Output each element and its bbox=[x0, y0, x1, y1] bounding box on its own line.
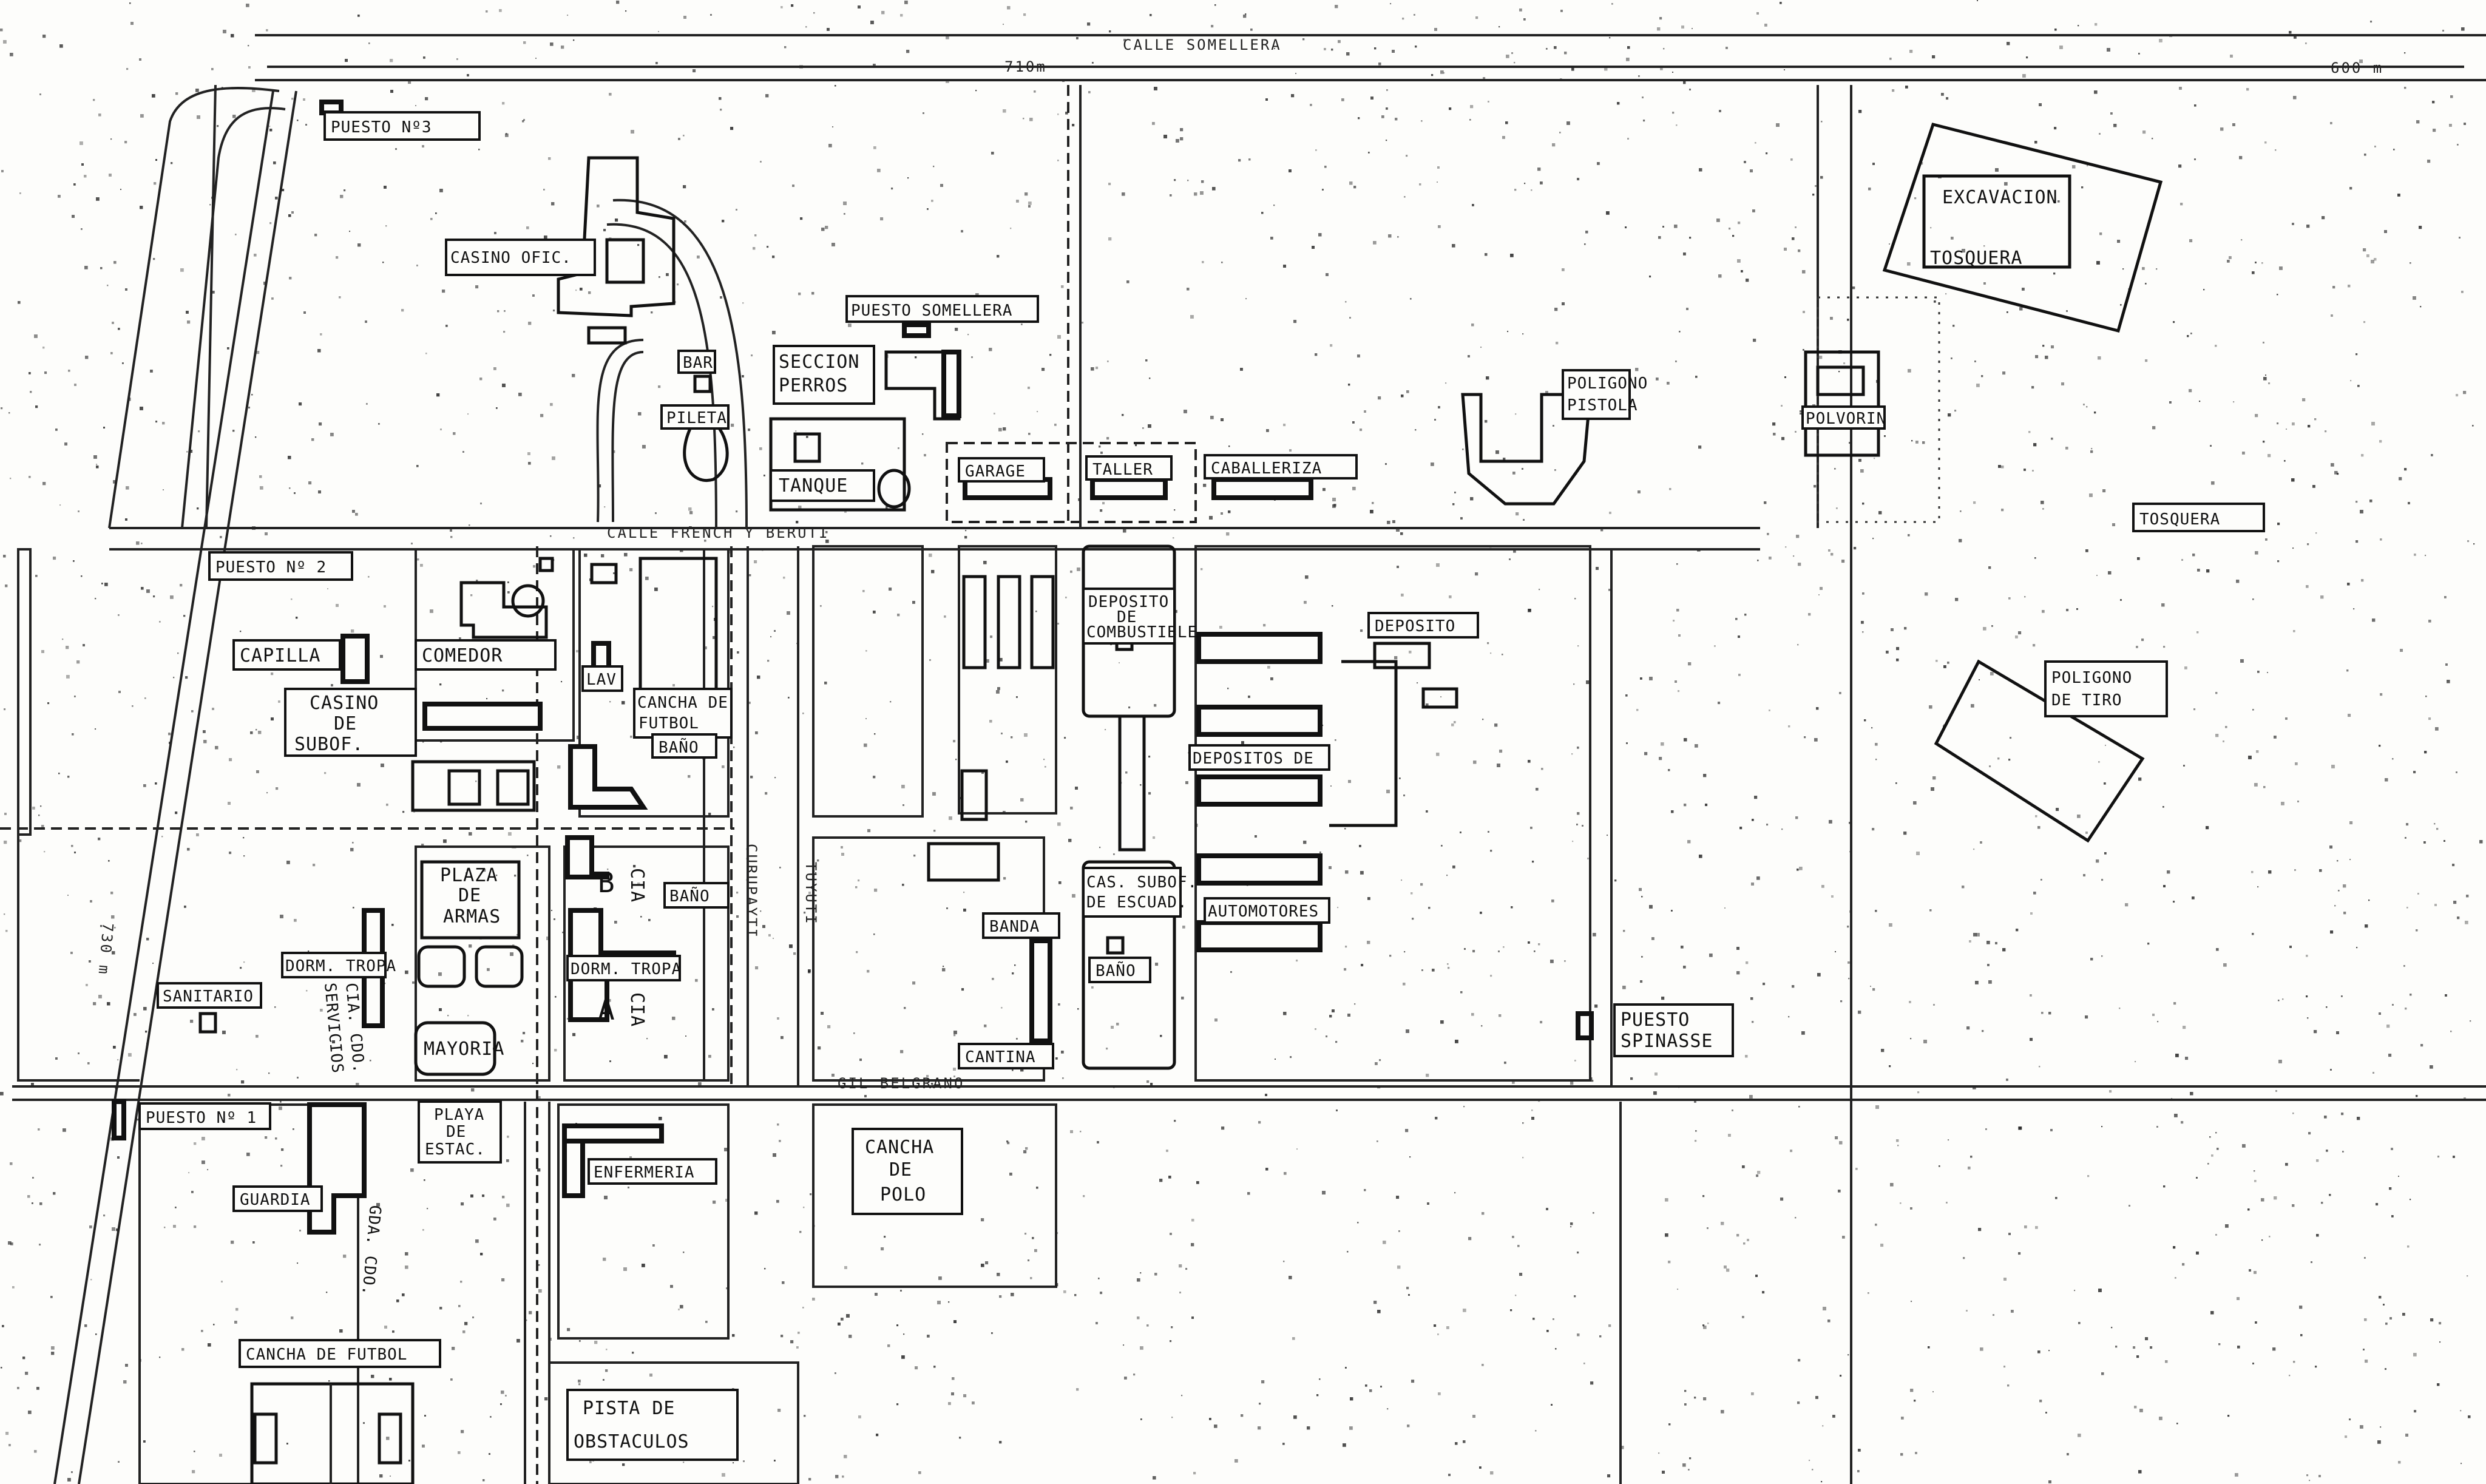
label-casino-subof-1: CASINO bbox=[310, 693, 379, 714]
label-plaza-1: PLAZA bbox=[440, 865, 498, 886]
road-label-french-beruti: CALLE FRENCH Y BERUTI bbox=[607, 524, 829, 541]
label-playa-3: ESTAC. bbox=[425, 1140, 486, 1159]
shooting-range bbox=[1934, 659, 2145, 843]
label-excavacion-tosquera: TOSQUERA bbox=[1930, 248, 2023, 269]
label-pista-2: OBSTACULOS bbox=[574, 1431, 689, 1452]
label-deposito-comb-2: DE bbox=[1117, 608, 1137, 626]
road-network bbox=[0, 34, 2486, 1484]
label-garage: GARAGE bbox=[965, 462, 1026, 481]
excavation-pit bbox=[1882, 123, 2163, 333]
road-label-belgrano: GIL BELGRANO bbox=[838, 1075, 964, 1092]
road-label-tuyuti: TUYUTI bbox=[802, 862, 819, 926]
label-dorm-tropa-2: DORM. TROPA bbox=[571, 960, 682, 978]
label-cancha-futbol-1: CANCHA DE bbox=[637, 694, 728, 712]
label-bano-3: BAÑO bbox=[1096, 961, 1136, 980]
label-cancha-futbol-2: FUTBOL bbox=[638, 714, 699, 733]
label-bar: BAR bbox=[683, 354, 713, 372]
label-puesto-3: PUESTO Nº3 bbox=[331, 118, 432, 137]
label-perros: PERROS bbox=[779, 375, 848, 396]
label-bano-1: BAÑO bbox=[659, 737, 699, 757]
road-label-somellera: CALLE SOMELLERA bbox=[1123, 36, 1282, 53]
label-casino-subof-3: SUBOF. bbox=[294, 734, 364, 755]
label-deposito-comb-3: COMBUSTIBLE bbox=[1086, 623, 1197, 642]
label-mayoria: MAYORIA bbox=[424, 1038, 504, 1060]
label-tosquera: TOSQUERA bbox=[2139, 510, 2220, 529]
label-puesto-1: PUESTO Nº 1 bbox=[146, 1109, 257, 1127]
distance-top-right: 600 m bbox=[2331, 59, 2383, 76]
label-plaza-3: ARMAS bbox=[443, 906, 501, 927]
label-seccion: SECCION bbox=[779, 351, 859, 373]
label-cantina: CANTINA bbox=[965, 1048, 1036, 1066]
label-depositos-de: DEPOSITOS DE bbox=[1193, 750, 1314, 768]
label-casino-oficiales: CASINO OFIC. bbox=[450, 249, 572, 267]
label-sanitario: SANITARIO bbox=[163, 988, 254, 1006]
label-enfermeria: ENFERMERIA bbox=[594, 1164, 695, 1182]
distance-top: 710m bbox=[1004, 58, 1047, 75]
place-labels: PUESTO Nº3 CASINO OFIC. PUESTO SOMELLERA… bbox=[138, 111, 2265, 1461]
label-tanque: TANQUE bbox=[779, 475, 848, 496]
label-puesto-2: PUESTO Nº 2 bbox=[215, 558, 327, 577]
label-excavacion: EXCAVACION bbox=[1942, 187, 2058, 208]
label-pileta: PILETA bbox=[666, 409, 727, 427]
label-cia-b-1: CIA bbox=[626, 868, 648, 903]
label-cancha-polo-2: DE bbox=[889, 1159, 912, 1181]
label-dorm-tropa-1: DORM. TROPA bbox=[285, 957, 396, 975]
label-deposito-comb-1: DEPOSITO bbox=[1088, 593, 1169, 611]
label-puesto-somellera: PUESTO SOMELLERA bbox=[851, 302, 1012, 320]
label-cancha-futbol-lower: CANCHA DE FUTBOL bbox=[246, 1346, 407, 1364]
label-deposito: DEPOSITO bbox=[1375, 617, 1455, 635]
label-capilla: CAPILLA bbox=[240, 645, 320, 666]
label-cancha-polo-3: POLO bbox=[880, 1184, 926, 1205]
label-pista-1: PISTA DE bbox=[583, 1398, 676, 1419]
label-taller: TALLER bbox=[1092, 461, 1153, 479]
label-casino-subof-2: DE bbox=[334, 713, 357, 734]
label-cas-subof-esc-2: DE ESCUAD. bbox=[1086, 893, 1188, 912]
label-poligono-pistola-1: POLIGONO bbox=[1567, 374, 1648, 393]
casino-oficiales-building bbox=[557, 156, 676, 317]
label-comedor: COMEDOR bbox=[422, 645, 503, 666]
road-label-curupayti: CURUPAYTI bbox=[743, 844, 760, 939]
label-caballeriza: CABALLERIZA bbox=[1211, 459, 1322, 478]
distance-left: 730 m bbox=[95, 922, 116, 976]
label-poligono-tiro-1: POLIGONO bbox=[2051, 669, 2132, 687]
pool-shape bbox=[683, 423, 729, 482]
label-playa-1: PLAYA bbox=[434, 1106, 484, 1124]
label-guardia: GUARDIA bbox=[240, 1191, 311, 1209]
label-cia-b-2: B bbox=[598, 866, 615, 899]
label-automotores: AUTOMOTORES bbox=[1208, 903, 1319, 921]
label-puesto-spinasse-2: SPINASSE bbox=[1621, 1031, 1713, 1052]
road-labels: CALLE SOMELLERA CALLE FRENCH Y BERUTI GI… bbox=[95, 36, 2383, 1092]
label-poligono-tiro-2: DE TIRO bbox=[2051, 691, 2122, 710]
label-cas-subof-esc-1: CAS. SUBOF. bbox=[1086, 873, 1197, 892]
label-cia-cdo-servicios: SERVICIOS bbox=[320, 982, 347, 1074]
label-banda: BANDA bbox=[989, 918, 1040, 936]
label-poligono-pistola-2: PISTOLA bbox=[1567, 396, 1638, 415]
label-plaza-2: DE bbox=[458, 885, 481, 906]
label-cancha-polo-1: CANCHA bbox=[865, 1137, 934, 1158]
label-puesto-spinasse-1: PUESTO bbox=[1621, 1009, 1690, 1031]
polvorin-building bbox=[1804, 350, 1880, 457]
label-polvorin: POLVORIN bbox=[1806, 410, 1886, 428]
buildings bbox=[112, 100, 2163, 1484]
label-gda-cdo: GDA. CDO. bbox=[358, 1204, 384, 1296]
label-bano-2: BAÑO bbox=[669, 886, 710, 906]
label-lav: LAV bbox=[586, 671, 617, 689]
label-cia-a-1: CIA bbox=[626, 992, 648, 1027]
label-playa-2: DE bbox=[446, 1123, 466, 1141]
label-cia-a-2: A bbox=[598, 994, 615, 1026]
